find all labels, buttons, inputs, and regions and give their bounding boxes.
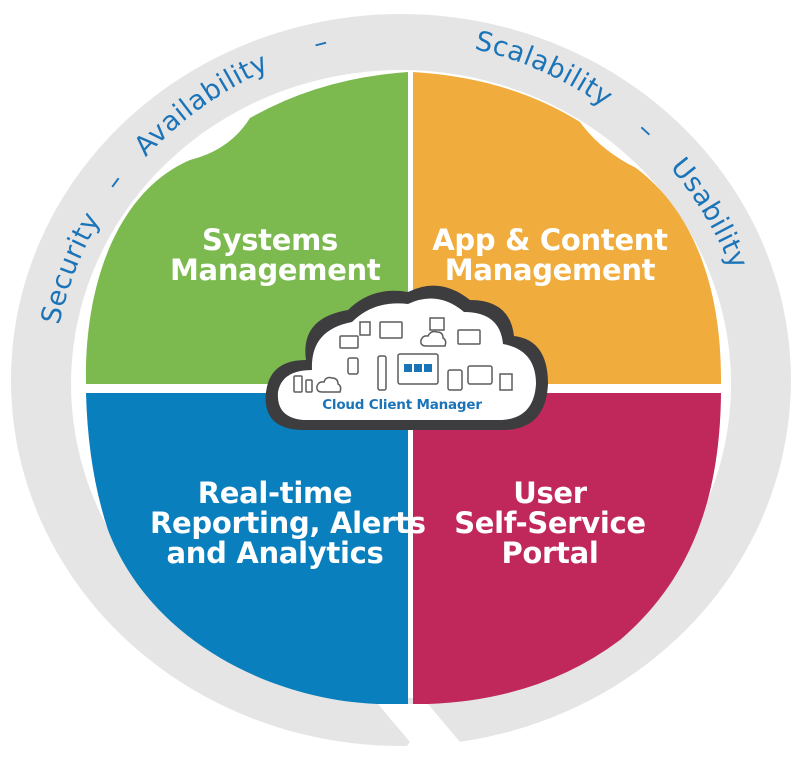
quadrant-bottom-right-label: User Self-Service Portal xyxy=(440,478,660,568)
cloud-mini-icon xyxy=(420,330,447,347)
chart-doc-icon xyxy=(429,317,445,331)
quadrant-top-left-label: Systems Management xyxy=(170,223,381,287)
app-tile-3 xyxy=(424,364,432,372)
app-tile-1 xyxy=(404,364,412,372)
cloud-client-manager-badge xyxy=(265,285,548,430)
monitor-icon xyxy=(379,321,403,339)
quadrant-bottom-right-line2: Self-Service xyxy=(454,506,646,540)
quadrant-bottom-right-shape xyxy=(413,393,721,704)
cloud-inner xyxy=(277,298,536,420)
quadrant-bottom-right-line1: User xyxy=(513,476,587,510)
quadrant-top-left-line2: Management xyxy=(170,253,381,287)
doc-icon xyxy=(359,321,371,336)
tablet-icon xyxy=(447,369,463,391)
small-cloud-icon xyxy=(316,376,342,393)
app-tile-2 xyxy=(414,364,422,372)
quadrant-top-right-label: App & Content Management xyxy=(430,225,670,285)
quadrant-bottom-left-label: Real-time Reporting, Alerts and Analytic… xyxy=(150,476,426,570)
quadrant-bottom-left-line3: and Analytics xyxy=(166,536,384,570)
thin-client-icon xyxy=(377,355,387,391)
quadrant-top-right-line2: Management xyxy=(444,253,656,287)
ring-arrow-notch xyxy=(378,704,460,779)
tablet-wide-icon xyxy=(467,365,493,385)
phone-icon xyxy=(347,357,359,375)
cloud-client-manager-caption: Cloud Client Manager xyxy=(322,397,482,413)
quadrant-bottom-left-line1: Real-time xyxy=(197,476,353,510)
laptop-right-icon xyxy=(457,329,481,345)
server-icon xyxy=(293,375,303,393)
desktop-screen-icon xyxy=(397,353,439,385)
laptop-icon xyxy=(339,335,359,349)
quadrant-top-left-line1: Systems xyxy=(202,223,338,257)
quadrant-top-right-line1: App & Content xyxy=(432,223,668,257)
tower-icon xyxy=(305,379,313,393)
quadrant-bottom-left-line2: Reporting, Alerts xyxy=(150,506,426,540)
quadrant-bottom-right-line3: Portal xyxy=(501,536,599,570)
quadrant-bottom-left-shape xyxy=(86,393,408,704)
file-icon xyxy=(499,373,513,391)
quadrant-top-left-shape xyxy=(85,72,408,384)
